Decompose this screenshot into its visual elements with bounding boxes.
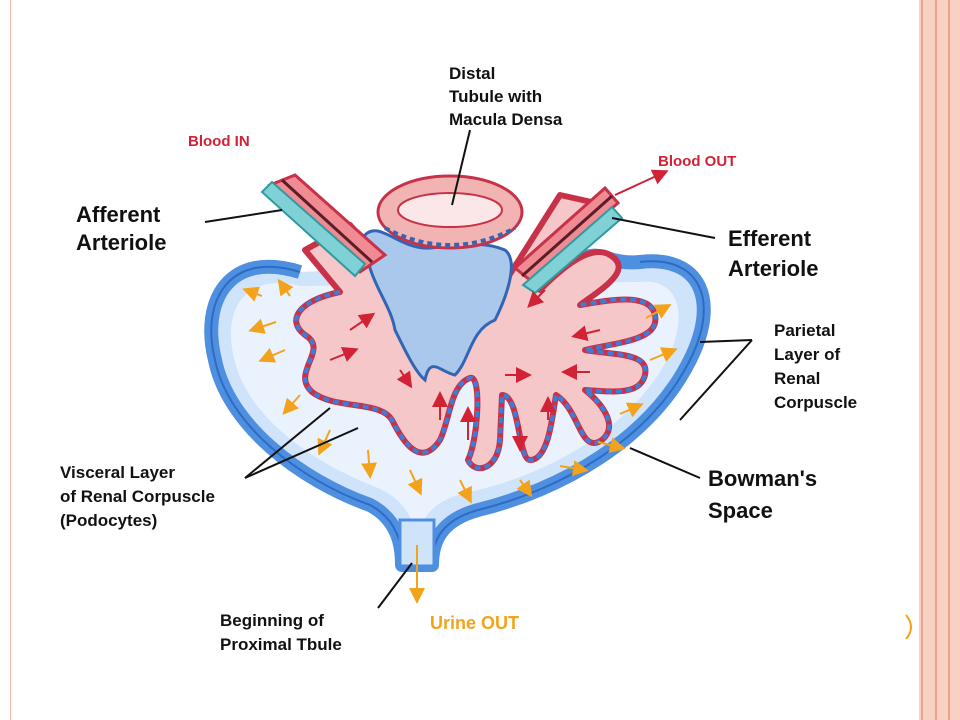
label-urine-out: Urine OUT <box>430 613 519 633</box>
label-blood-in: Blood IN <box>188 133 250 150</box>
filtrate-flow-arrows <box>242 278 678 604</box>
label-bowman-line2: Space <box>708 498 773 523</box>
label-parietal-line3: Renal <box>774 369 820 388</box>
label-visceral-line2: of Renal Corpuscle <box>60 487 215 506</box>
distal-tubule <box>376 174 524 250</box>
label-efferent-line1: Efferent <box>728 226 812 251</box>
label-distal-line1: Distal <box>449 64 495 83</box>
right-stripe <box>935 0 937 720</box>
label-visceral-line3: (Podocytes) <box>60 511 157 530</box>
label-afferent-line1: Afferent <box>76 202 161 227</box>
label-distal-line2: Tubule with <box>449 87 542 106</box>
right-stripe <box>921 0 923 720</box>
right-decorative-band <box>919 0 960 720</box>
label-afferent-line2: Arteriole <box>76 230 166 255</box>
label-proximal-line1: Beginning of <box>220 611 324 630</box>
label-blood-out: Blood OUT <box>658 153 736 170</box>
label-bowman-line1: Bowman's <box>708 466 817 491</box>
label-parietal-line2: Layer of <box>774 345 840 364</box>
right-stripe <box>948 0 950 720</box>
bullet-arc-icon <box>905 614 912 640</box>
label-distal-line3: Macula Densa <box>449 110 563 129</box>
afferent-arteriole <box>260 173 388 278</box>
label-efferent-line2: Arteriole <box>728 256 818 281</box>
label-proximal-line2: Proximal Tbule <box>220 635 342 654</box>
label-parietal-line4: Corpuscle <box>774 393 857 412</box>
left-rule <box>10 0 11 720</box>
label-parietal-line1: Parietal <box>774 321 835 340</box>
pointer-lines <box>204 129 753 609</box>
blood-flow-arrows <box>329 169 669 452</box>
efferent-arteriole <box>512 185 624 295</box>
label-visceral-line1: Visceral Layer <box>60 463 175 482</box>
